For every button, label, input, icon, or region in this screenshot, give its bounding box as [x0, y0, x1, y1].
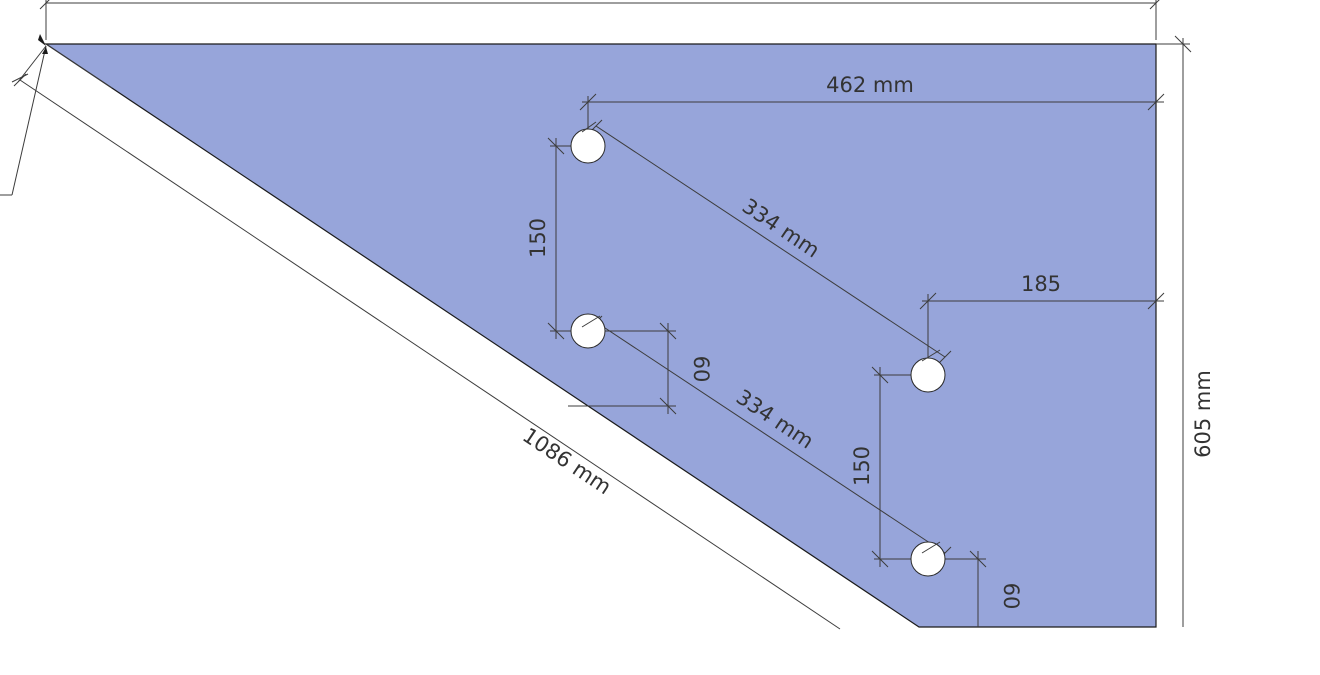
hole-lower-right	[910, 541, 946, 577]
corner-angle-leader	[0, 34, 48, 196]
dimension-150-right: 150	[850, 366, 928, 568]
dimension-60-left: 60	[568, 322, 713, 415]
dimension-185: 185	[919, 272, 1165, 375]
dimension-462: 462 mm	[579, 73, 1165, 146]
hole-upper-right	[910, 357, 946, 393]
hypotenuse-label: 1086 mm	[518, 423, 615, 499]
plate-height-label: 605 mm	[1191, 370, 1215, 458]
corner-arrow-marker	[38, 34, 46, 46]
dimension-60-right-label: 60	[999, 583, 1023, 610]
hole-center-marks	[581, 121, 941, 554]
dimension-150-left-label: 150	[526, 218, 550, 258]
top-dimension-line	[39, 0, 1160, 40]
dimension-185-label: 185	[1021, 272, 1061, 296]
dimension-462-label: 462 mm	[826, 73, 914, 97]
hole-lower-left	[570, 313, 606, 349]
hole-upper-left	[570, 128, 606, 164]
plate-height-dimension: 605 mm	[1156, 35, 1215, 627]
dimension-150-right-label: 150	[850, 446, 874, 486]
dimension-60-left-label: 60	[689, 356, 713, 383]
